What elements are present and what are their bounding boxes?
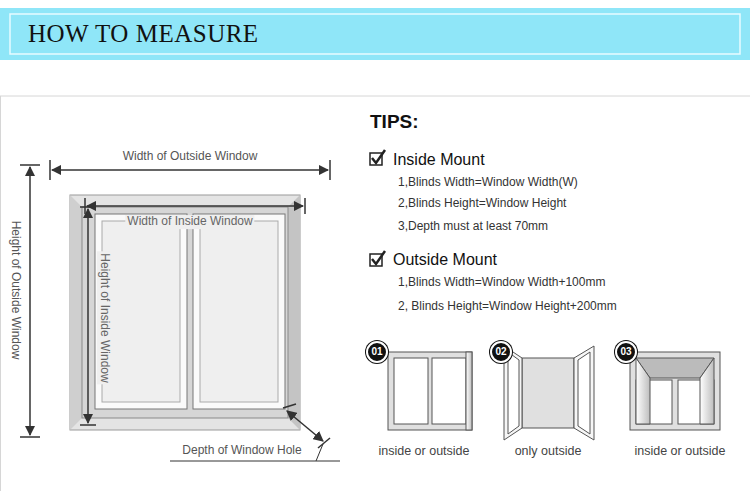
tip-item: 2, Blinds Height=Window Height+200mm [398, 300, 617, 314]
banner-frame [10, 14, 740, 54]
tip-item: 3,Depth must at least 70mm [398, 220, 548, 234]
banner [0, 8, 750, 60]
dimension-label: Depth of Window Hole [180, 444, 303, 458]
icon-caption: only outside [515, 444, 582, 458]
tip-item: 1,Blinds Width=Window Width(W) [398, 176, 578, 190]
checkbox-icon [370, 150, 385, 266]
mount-heading: Outside Mount [393, 251, 497, 269]
dimension-label: Width of Outside Window [121, 150, 260, 164]
icon-caption: inside or outside [378, 444, 469, 458]
tip-item: 2,Blinds Height=Window Height [398, 197, 566, 211]
dimension-label: Height of Outside Window [8, 219, 22, 362]
window-illustration [70, 195, 300, 430]
dimension-label: Height of Inside Window [97, 251, 111, 384]
callout-text: 03 [620, 346, 631, 358]
dimension-lines [20, 160, 340, 461]
mount-heading: Inside Mount [393, 151, 485, 169]
icon-caption: inside or outside [634, 444, 725, 458]
dimension-label: Width of Inside Window [125, 215, 254, 229]
tip-item: 1,Blinds Width=Window Width+100mm [398, 276, 605, 290]
window-icon [504, 346, 594, 440]
callout-number: 01 [366, 341, 388, 363]
callout-text: 02 [495, 346, 506, 358]
window-icon [388, 352, 472, 430]
callout-number: 03 [615, 341, 637, 363]
panel-edge [0, 96, 1, 491]
callout-number: 02 [490, 341, 512, 363]
callout-text: 01 [371, 346, 382, 358]
section-heading: TIPS: [370, 111, 419, 133]
window-icon [630, 352, 720, 430]
panel-edge [0, 96, 750, 97]
page-title: HOW TO MEASURE [28, 20, 259, 49]
